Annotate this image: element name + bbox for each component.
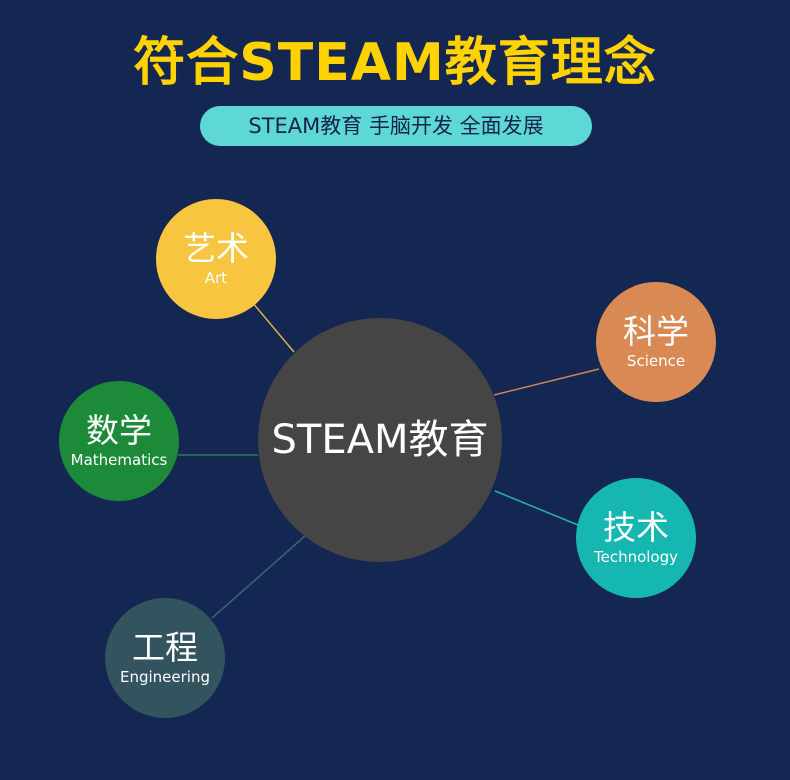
center-label: STEAM教育 [271,417,489,463]
node-engineering: 工程 Engineering [105,598,225,718]
subtitle-pill: STEAM教育 手脑开发 全面发展 [200,106,592,146]
connector-science [493,368,600,396]
page-title: 符合STEAM教育理念 [133,33,657,93]
node-science-cn-label: 科学 [623,312,689,351]
subtitle-text: STEAM教育 手脑开发 全面发展 [248,114,544,138]
node-technology-cn-label: 技术 [603,508,669,547]
node-mathematics: 数学 Mathematics [59,381,179,501]
connector-art [251,301,295,353]
node-technology-en-label: Technology [593,548,679,566]
center-node-steam: STEAM教育 [258,318,502,562]
node-science: 科学 Science [596,282,716,402]
node-mathematics-cn-label: 数学 [86,411,152,450]
node-art-en-label: Art [204,269,228,287]
node-engineering-en-label: Engineering [120,668,210,686]
node-art: 艺术 Art [156,199,276,319]
node-art-cn-label: 艺术 [183,229,249,268]
node-mathematics-en-label: Mathematics [70,451,168,469]
connector-technology [494,490,579,526]
connector-engineering [211,535,306,619]
node-science-en-label: Science [626,352,686,370]
node-engineering-cn-label: 工程 [132,628,198,667]
node-technology: 技术 Technology [576,478,696,598]
